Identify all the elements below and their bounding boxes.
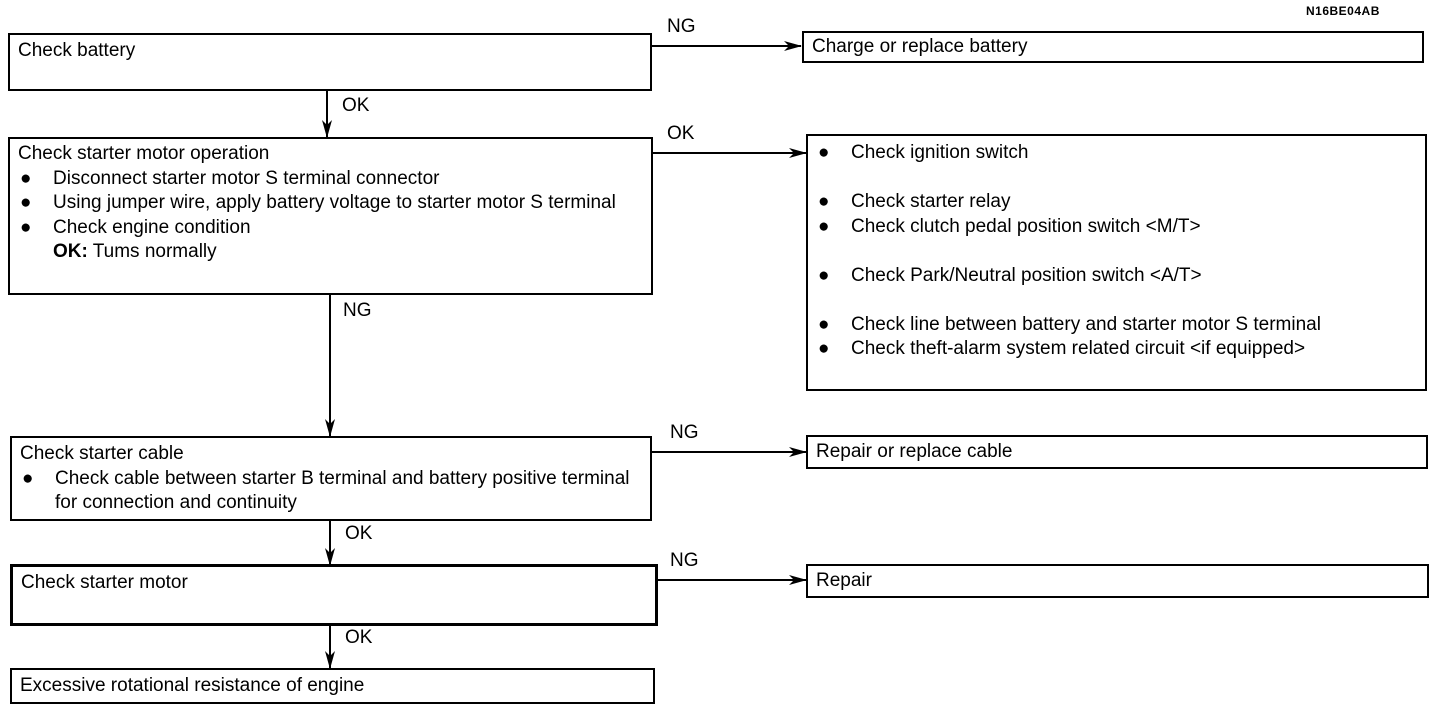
list-item: ●Disconnect starter motor S terminal con… [18, 167, 643, 192]
bullet-icon: ● [818, 313, 830, 335]
bullet-icon: ● [818, 264, 830, 286]
list-item: ●Check clutch pedal position switch <M/T… [816, 215, 1417, 240]
result-charge-or-replace-battery: Charge or replace battery [802, 31, 1424, 63]
list-item: ●Check line between battery and starter … [816, 313, 1417, 338]
list-item: ●Using jumper wire, apply battery voltag… [18, 191, 643, 216]
label-ok-battery: OK [342, 95, 370, 116]
label-ng-operation: NG [343, 300, 372, 321]
bullet-icon: ● [20, 167, 32, 189]
bullet-icon: ● [22, 467, 34, 489]
result-repair: Repair [806, 564, 1429, 598]
list-item: ●Check ignition switch [816, 141, 1417, 166]
diagram-code: N16BE04AB [1306, 4, 1380, 18]
step-title: Excessive rotational resistance of engin… [20, 675, 365, 696]
step-title: Check starter motor [21, 572, 188, 593]
bullet-icon: ● [818, 215, 830, 237]
result-additional-checks: ●Check ignition switch ●Check starter re… [806, 134, 1427, 391]
ok-condition: OK: Tums normally [18, 240, 643, 265]
result-text: Repair [816, 570, 872, 591]
result-text: Repair or replace cable [816, 441, 1013, 462]
label-ng-battery: NG [667, 16, 696, 37]
list-item: ●Check Park/Neutral position switch <A/T… [816, 264, 1417, 289]
label-ok-operation: OK [667, 123, 695, 144]
step-title: Check starter motor operation [18, 143, 270, 164]
step-check-starter-cable: Check starter cable ●Check cable between… [10, 436, 652, 521]
step-title: Check starter cable [20, 443, 184, 464]
bullet-icon: ● [818, 142, 830, 163]
ok-condition-label: OK: [53, 241, 88, 262]
bullet-icon: ● [818, 338, 830, 359]
result-text: Charge or replace battery [812, 36, 1028, 57]
result-repair-or-replace-cable: Repair or replace cable [806, 435, 1428, 469]
list-item: ●Check starter relay [816, 190, 1417, 215]
label-ok-motor: OK [345, 627, 373, 648]
bullet-icon: ● [20, 192, 32, 213]
step-check-battery: Check battery [8, 33, 652, 91]
label-ng-motor: NG [670, 550, 699, 571]
list-item: ●Check theft-alarm system related circui… [816, 337, 1417, 362]
step-check-starter-motor-operation: Check starter motor operation ●Disconnec… [8, 137, 653, 295]
ok-condition-text: Tums normally [92, 241, 217, 262]
list-item: ●Check cable between starter B terminal … [22, 467, 630, 514]
bullet-icon: ● [20, 216, 32, 238]
step-check-starter-motor: Check starter motor [10, 564, 658, 626]
label-ok-cable: OK [345, 523, 373, 544]
list-item: ●Check engine condition [18, 216, 643, 241]
bullet-icon: ● [818, 191, 830, 212]
step-excessive-rotational-resistance: Excessive rotational resistance of engin… [10, 668, 655, 704]
step-title: Check battery [18, 40, 136, 61]
label-ng-cable: NG [670, 422, 699, 443]
